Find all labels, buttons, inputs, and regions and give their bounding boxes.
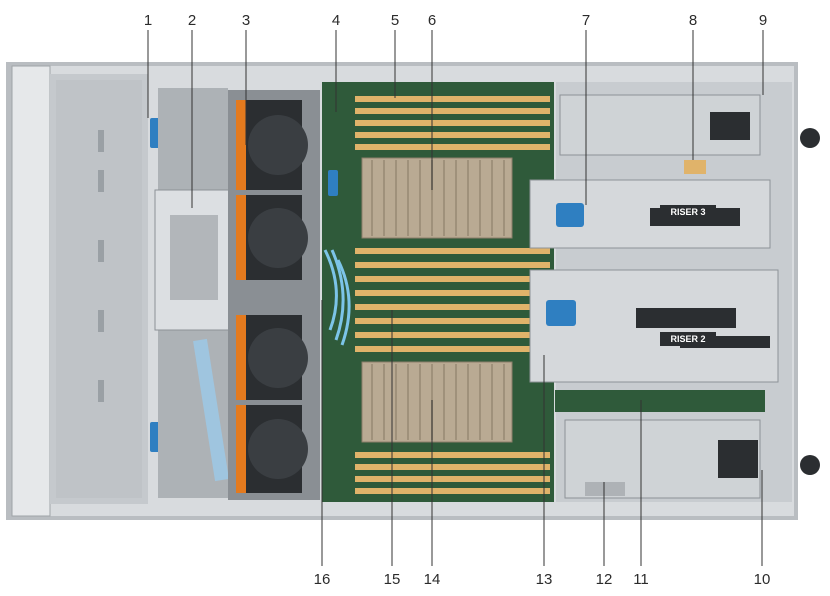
callout-7: 7 bbox=[582, 12, 590, 29]
cooling-fans bbox=[236, 100, 308, 493]
processor-heatsink-2 bbox=[361, 361, 513, 443]
callout-6: 6 bbox=[428, 12, 436, 29]
callout-9: 9 bbox=[759, 12, 767, 29]
callout-numbers: 1 2 3 4 5 6 7 8 9 10 11 12 13 14 15 16 bbox=[144, 12, 771, 588]
callout-5: 5 bbox=[391, 12, 399, 29]
psu-bottom bbox=[564, 419, 761, 499]
callout-leaders bbox=[147, 30, 764, 566]
riser-2-bracket bbox=[529, 269, 779, 383]
board-blue-clip bbox=[328, 170, 338, 196]
dimm-slots-bottom bbox=[355, 452, 550, 494]
callout-13: 13 bbox=[536, 571, 553, 588]
callout-8: 8 bbox=[689, 12, 697, 29]
callout-3: 3 bbox=[242, 12, 250, 29]
callout-11: 11 bbox=[633, 571, 649, 588]
dimm-slots-top bbox=[355, 96, 550, 150]
psu-handles bbox=[800, 128, 820, 475]
riser-3-bracket bbox=[529, 179, 771, 249]
callout-4: 4 bbox=[332, 12, 340, 29]
callout-15: 15 bbox=[384, 571, 401, 588]
callout-12: 12 bbox=[596, 571, 613, 588]
callout-16: 16 bbox=[314, 571, 331, 588]
callout-14: 14 bbox=[424, 571, 441, 588]
callout-1: 1 bbox=[144, 12, 152, 29]
lower-board-strip bbox=[555, 390, 765, 412]
psu-connector bbox=[684, 160, 706, 174]
riser-2-label: RISER 2 bbox=[670, 334, 705, 344]
psu-top bbox=[559, 94, 761, 156]
ribbon-cable bbox=[193, 338, 229, 482]
riser-labels: RISER 3 RISER 2 bbox=[660, 205, 716, 346]
callout-10: 10 bbox=[754, 571, 771, 588]
blue-cables bbox=[323, 249, 351, 346]
drive-bay-clips bbox=[98, 130, 104, 402]
control-panel-bracket bbox=[154, 88, 231, 498]
dimm-slots-middle bbox=[355, 248, 550, 352]
riser-3-label: RISER 3 bbox=[670, 207, 705, 217]
front-drive-bay bbox=[11, 65, 148, 517]
callout-2: 2 bbox=[188, 12, 196, 29]
processor-heatsink-1 bbox=[361, 157, 513, 239]
